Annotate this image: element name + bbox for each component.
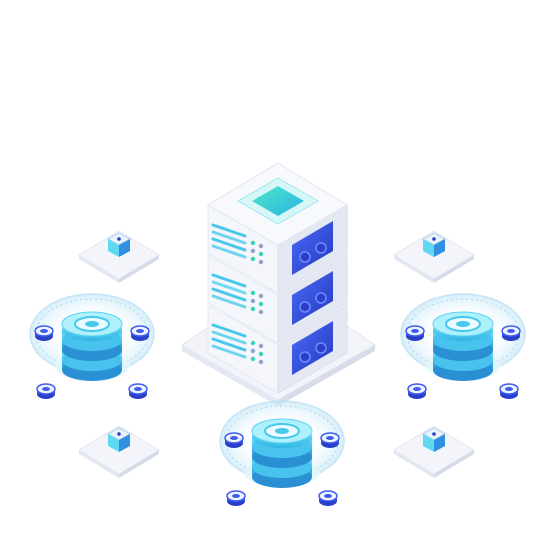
drive-light bbox=[299, 351, 311, 363]
chip-cube-icon bbox=[78, 230, 160, 283]
drive-light bbox=[299, 301, 311, 313]
drive-light bbox=[299, 251, 311, 263]
chip-cube-icon bbox=[393, 230, 475, 283]
coin-token-icon bbox=[499, 383, 519, 399]
status-dot bbox=[258, 309, 264, 315]
coin-token-icon bbox=[128, 383, 148, 399]
status-dot bbox=[258, 351, 264, 357]
status-dot bbox=[258, 301, 264, 307]
vent-line bbox=[211, 287, 247, 302]
database-nodes bbox=[29, 293, 526, 506]
vent-line bbox=[211, 237, 247, 252]
status-dot bbox=[250, 356, 256, 362]
database-disk-icon bbox=[29, 293, 155, 399]
status-dot bbox=[250, 240, 256, 246]
vent-line bbox=[211, 223, 247, 238]
coin-token-icon bbox=[501, 325, 521, 341]
status-dot bbox=[258, 293, 264, 299]
status-dot bbox=[250, 340, 256, 346]
chip-cubes bbox=[78, 230, 475, 478]
server-unit bbox=[207, 304, 348, 394]
status-dot bbox=[258, 243, 264, 249]
vent-line bbox=[211, 337, 247, 352]
server-stack-icon bbox=[207, 162, 348, 394]
status-dot bbox=[250, 290, 256, 296]
status-dot bbox=[250, 306, 256, 312]
vent-line bbox=[211, 294, 247, 309]
coin-token-icon bbox=[130, 325, 150, 341]
coin-token-icon bbox=[36, 383, 56, 399]
vent-line bbox=[211, 273, 247, 288]
database-disk-icon bbox=[400, 293, 526, 399]
vent-line bbox=[211, 323, 247, 338]
chip-cube-icon bbox=[393, 425, 475, 478]
status-dot bbox=[258, 359, 264, 365]
chip-cube-icon bbox=[78, 425, 160, 478]
status-dot bbox=[258, 251, 264, 257]
coin-token-icon bbox=[405, 325, 425, 341]
coin-token-icon bbox=[407, 383, 427, 399]
drive-light bbox=[315, 242, 327, 254]
coin-token-icon bbox=[320, 432, 340, 448]
database-disk-icon bbox=[219, 400, 345, 506]
vent-line bbox=[211, 330, 247, 345]
vent-line bbox=[211, 344, 247, 359]
status-dot bbox=[250, 298, 256, 304]
status-dot bbox=[250, 248, 256, 254]
status-dot bbox=[250, 348, 256, 354]
status-dot bbox=[258, 343, 264, 349]
status-dot bbox=[258, 259, 264, 265]
coin-token-icon bbox=[318, 490, 338, 506]
coin-token-icon bbox=[226, 490, 246, 506]
status-dot bbox=[250, 256, 256, 262]
vent-line bbox=[211, 230, 247, 245]
vent-line bbox=[211, 280, 247, 295]
vent-line bbox=[211, 244, 247, 259]
top-panel-screen bbox=[252, 186, 304, 216]
server-unit bbox=[207, 254, 348, 344]
drive-light bbox=[315, 342, 327, 354]
drive-light bbox=[315, 292, 327, 304]
coin-token-icon bbox=[224, 432, 244, 448]
coin-token-icon bbox=[34, 325, 54, 341]
